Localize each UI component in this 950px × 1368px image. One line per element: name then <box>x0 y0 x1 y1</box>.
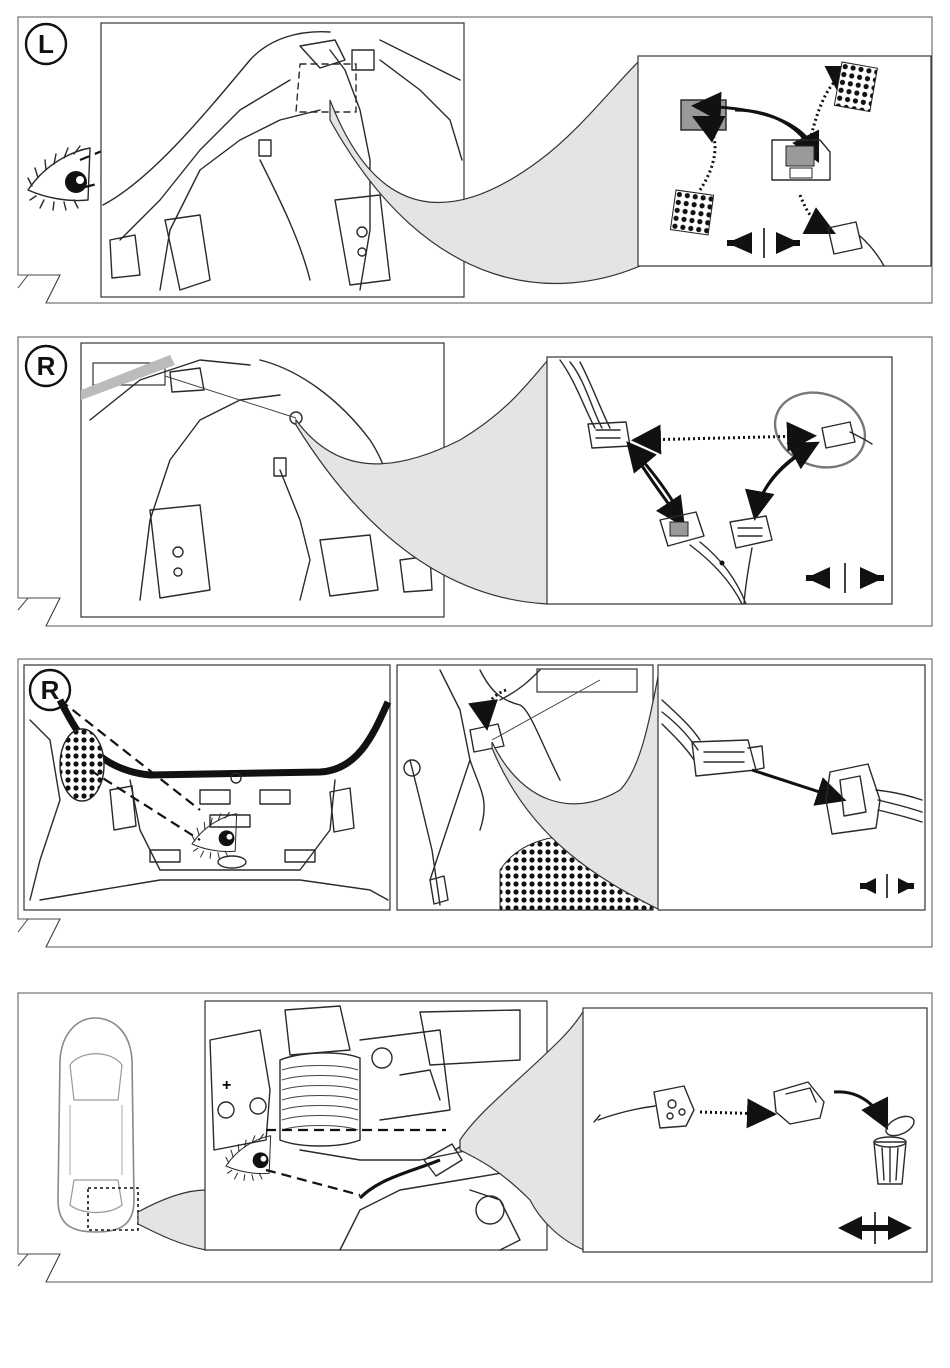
step-2-panel: R <box>18 337 932 626</box>
step-3-badge-letter: R <box>41 675 60 705</box>
step-1-panel: L <box>18 17 932 303</box>
step-4-page-fold <box>18 1254 60 1282</box>
step-4-callout-wedge-left <box>138 1190 206 1250</box>
step-3-label-box <box>537 669 637 692</box>
eye-icon <box>28 146 90 210</box>
battery-plus-sign: + <box>222 1077 231 1094</box>
step-3-panel: R <box>18 659 932 947</box>
step-2-page-fold <box>18 598 60 626</box>
connector-pins-left <box>670 190 713 235</box>
car-top-view-icon <box>58 1018 138 1232</box>
connector-gray-block <box>681 100 726 130</box>
step-1-trunk-view <box>101 23 464 297</box>
step-1-page-fold <box>18 275 60 303</box>
step-3-page-fold <box>18 919 60 947</box>
step-1-detail-view <box>638 56 931 266</box>
step-1-badge-letter: L <box>38 29 54 59</box>
step-2-detail-view <box>547 357 892 604</box>
connector-pins-top <box>834 62 877 112</box>
step-2-badge: R <box>26 346 66 386</box>
step-2-badge-letter: R <box>37 351 56 381</box>
step-3-detail-view <box>658 665 925 910</box>
step-1-badge: L <box>26 24 66 64</box>
speaker-grille <box>60 729 104 801</box>
step-4-panel: + <box>18 993 932 1282</box>
